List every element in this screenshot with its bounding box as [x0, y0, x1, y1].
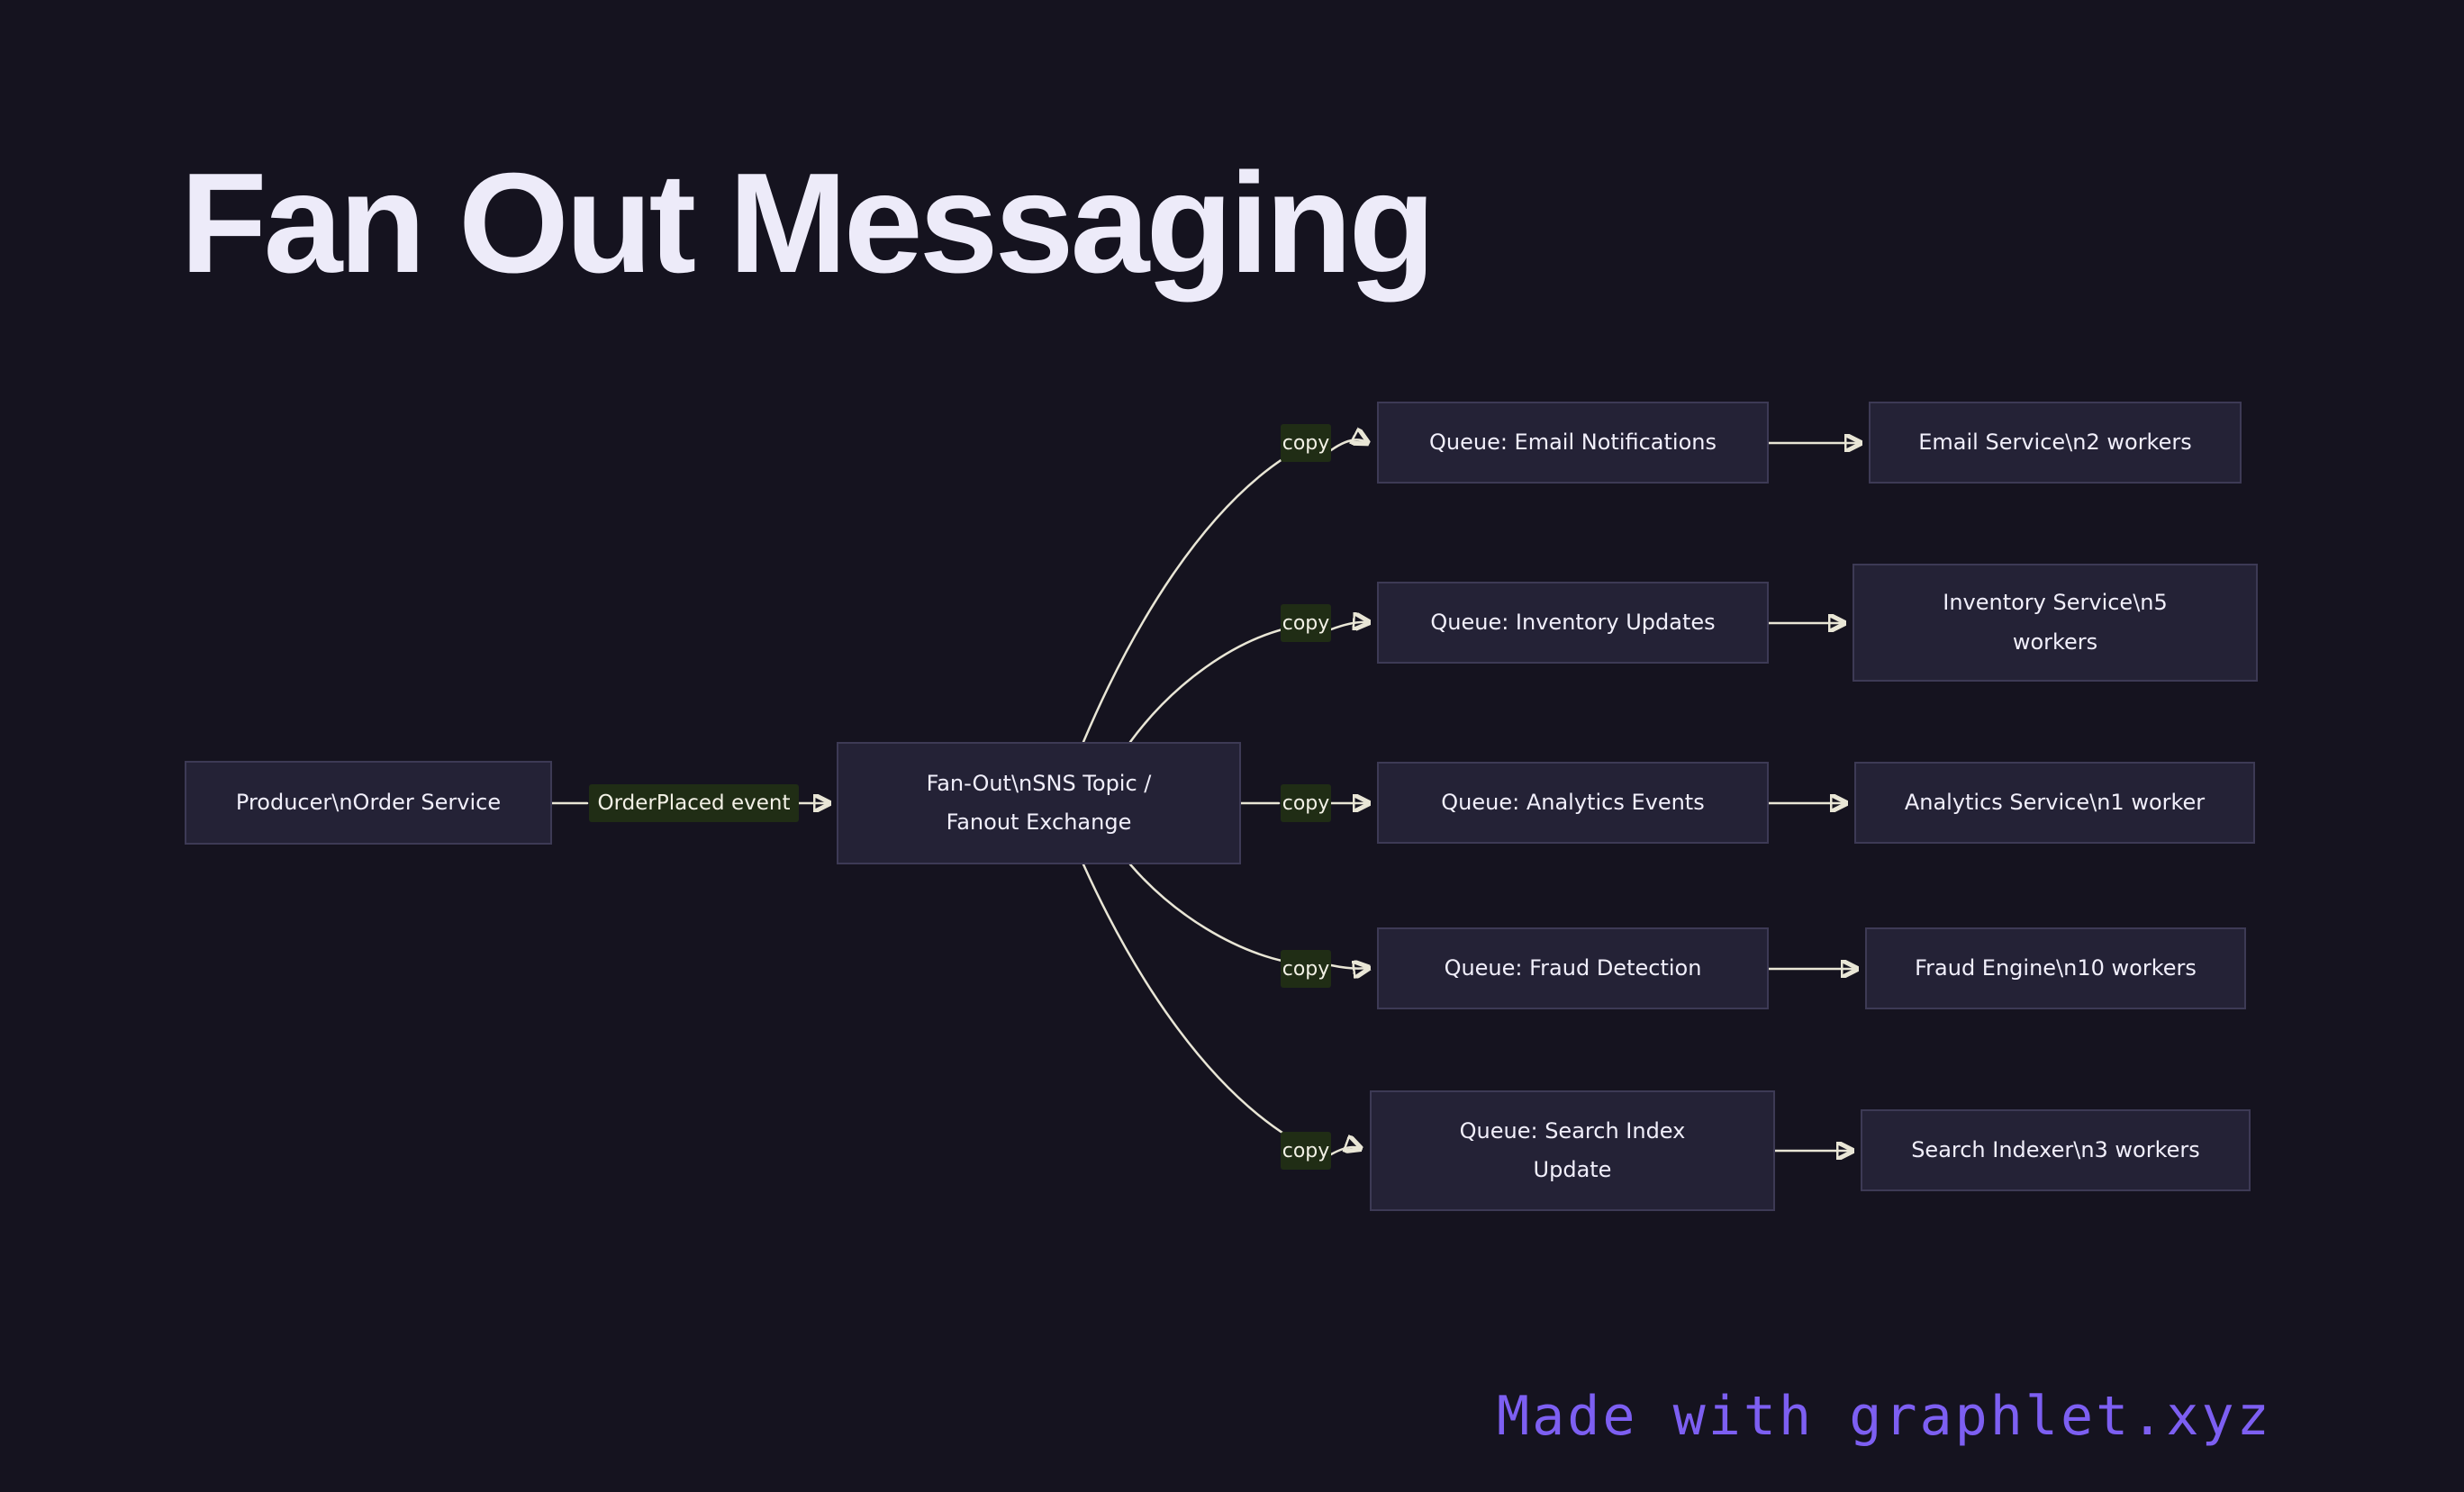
edge-label-copy-5-text: copy [1282, 1139, 1330, 1162]
node-worker-email-service-label: Email Service\n2 workers [1918, 429, 2192, 455]
node-producer-order-service: Producer\nOrder Service [185, 761, 552, 845]
edge-label-copy-4: copy [1281, 950, 1331, 988]
node-worker-inventory-service-label: Inventory Service\n5 workers [1943, 590, 2168, 655]
node-worker-email-service: Email Service\n2 workers [1869, 402, 2242, 484]
edge-hub-to-copy-5 [1082, 863, 1290, 1138]
node-worker-fraud-engine: Fraud Engine\n10 workers [1865, 927, 2246, 1009]
node-fanout-hub-label: Fan-Out\nSNS Topic / Fanout Exchange [926, 770, 1152, 835]
node-queue-search-index-update: Queue: Search Index Update [1370, 1090, 1775, 1211]
edge-label-orderplaced-event: OrderPlaced event [589, 784, 799, 822]
edge-hub-to-copy-4 [1128, 863, 1288, 963]
edge-label-copy-3-text: copy [1282, 791, 1330, 815]
edge-label-copy-2: copy [1281, 604, 1331, 642]
edge-copy-2-to-queue-2 [1329, 622, 1367, 629]
edge-label-copy-5: copy [1281, 1132, 1331, 1170]
node-worker-analytics-service-label: Analytics Service\n1 worker [1904, 789, 2206, 815]
node-worker-search-indexer: Search Indexer\n3 workers [1861, 1109, 2251, 1191]
node-worker-analytics-service: Analytics Service\n1 worker [1854, 762, 2255, 844]
node-queue-inventory-updates-label: Queue: Inventory Updates [1430, 609, 1716, 635]
edge-hub-to-copy-1 [1082, 454, 1290, 744]
edge-copy-4-to-queue-4 [1329, 965, 1367, 969]
node-queue-search-index-update-label: Queue: Search Index Update [1459, 1117, 1686, 1182]
edge-label-copy-4-text: copy [1282, 957, 1330, 981]
node-worker-fraud-engine-label: Fraud Engine\n10 workers [1915, 954, 2197, 981]
node-queue-analytics-events: Queue: Analytics Events [1377, 762, 1769, 844]
graphlet-watermark: Made with graphlet.xyz [1497, 1385, 2272, 1448]
node-fanout-hub: Fan-Out\nSNS Topic / Fanout Exchange [837, 742, 1241, 864]
node-queue-inventory-updates: Queue: Inventory Updates [1377, 582, 1769, 664]
edge-label-copy-2-text: copy [1282, 611, 1330, 635]
edge-copy-5-to-queue-5 [1329, 1147, 1359, 1156]
node-queue-analytics-events-label: Queue: Analytics Events [1441, 789, 1705, 815]
edge-label-copy-3: copy [1281, 784, 1331, 822]
node-producer-label: Producer\nOrder Service [235, 789, 502, 815]
node-queue-fraud-detection: Queue: Fraud Detection [1377, 927, 1769, 1009]
edge-copy-1-to-queue-1 [1329, 439, 1366, 452]
page-title: Fan Out Messaging [180, 144, 1436, 303]
node-queue-email-notifications: Queue: Email Notifications [1377, 402, 1769, 484]
edge-label-orderplaced-text: OrderPlaced event [597, 791, 791, 815]
edge-hub-to-copy-2 [1128, 627, 1288, 744]
node-worker-search-indexer-label: Search Indexer\n3 workers [1911, 1136, 2200, 1162]
node-queue-fraud-detection-label: Queue: Fraud Detection [1444, 954, 1702, 981]
edge-label-copy-1: copy [1281, 424, 1331, 462]
node-queue-email-notifications-label: Queue: Email Notifications [1429, 429, 1717, 455]
node-worker-inventory-service: Inventory Service\n5 workers [1853, 564, 2258, 682]
edge-label-copy-1-text: copy [1282, 431, 1330, 455]
